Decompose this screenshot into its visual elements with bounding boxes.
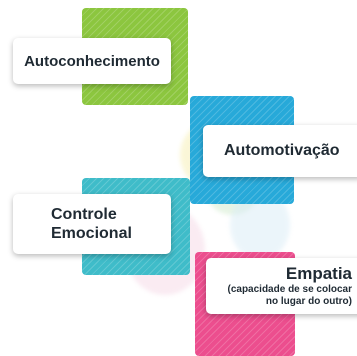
card-autoconhecimento: Autoconhecimento: [13, 38, 171, 84]
card-subtitle-line2: no lugar do outro): [265, 296, 352, 307]
card-controle-emocional: Controle Emocional: [13, 194, 171, 254]
card-label-line1: Controle: [51, 206, 117, 223]
card-empatia: Empatia (capacidade de se colocar no lug…: [206, 258, 357, 314]
card-label-line2: Emocional: [51, 225, 132, 242]
card-subtitle-line1: (capacidade de se colocar: [227, 284, 352, 295]
card-label: Automotivação: [224, 142, 340, 159]
card-label: Autoconhecimento: [24, 52, 160, 70]
card-automotivacao: Automotivação: [203, 125, 357, 177]
card-title: Empatia: [285, 264, 352, 283]
